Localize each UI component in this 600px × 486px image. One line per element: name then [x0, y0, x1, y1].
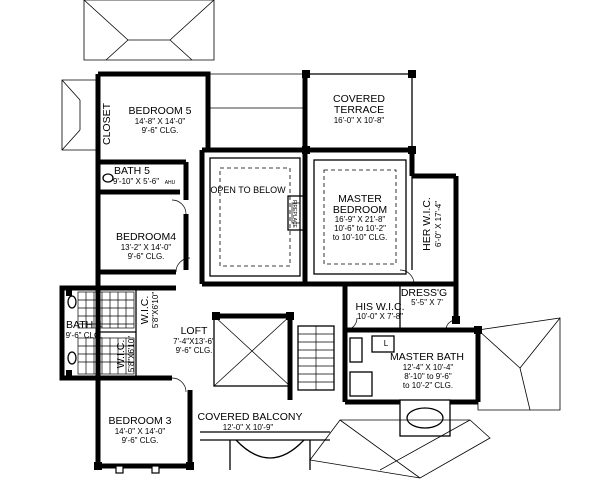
covered-balcony-dims: 12'-0" X 10'-9": [223, 423, 274, 432]
master-bedroom-clg-2: to 10'-10" CLG.: [333, 233, 388, 242]
bedroom5-clg: 9'-6" CLG.: [142, 126, 179, 135]
tile-hatch: [77, 291, 135, 375]
loft-clg: 9'-6" CLG.: [176, 346, 213, 355]
master-bath-dims: 12'-4" X 10'-4": [403, 363, 454, 372]
covered-balcony-name: COVERED BALCONY: [197, 411, 302, 423]
wic-upper-dims: 5'8"X6'10": [151, 292, 160, 328]
terrace-name-2: TERRACE: [334, 104, 384, 116]
closet-label: CLOSET: [101, 102, 113, 145]
fixtures: [67, 157, 457, 470]
master-bath-clg-2: to 10'-2" CLG.: [403, 381, 453, 390]
his-wic-name: HIS W.I.C.: [355, 301, 404, 313]
master-bedroom-dims: 16'-9" X 21'-8": [335, 215, 386, 224]
bedroom5-dims: 14'-8" X 14'-0": [135, 117, 186, 126]
bedroom3-clg: 9'-6" CLG.: [122, 436, 159, 445]
bedroom3-name: BEDROOM 3: [108, 415, 171, 427]
terrace-dims: 16'-0" X 10'-8": [334, 116, 385, 125]
bath5-name: BATH 5: [114, 165, 150, 177]
bedroom4-name: BEDROOM4: [116, 231, 176, 243]
room-labels: BEDROOM 5 14'-8" X 14'-0" 9'-6" CLG. CLO…: [66, 93, 464, 445]
wic-lower-name: W.I.C.: [115, 340, 127, 369]
fireplace-label: FIREPLACE: [291, 200, 297, 228]
master-bedroom-name-1: MASTER: [338, 193, 382, 205]
dressing-dims: 5'-5" X 7': [411, 298, 443, 307]
ahu-label: AHU: [165, 180, 176, 186]
bedroom3-dims: 14'-0" X 14'-0": [115, 427, 166, 436]
wic-lower-dims: 5'8"X6'10": [127, 336, 136, 372]
her-wic-dims: 6'-0" X 17'-4": [434, 201, 443, 247]
wic-upper-name: W.I.C.: [139, 296, 151, 325]
master-bath-name: MASTER BATH: [390, 351, 464, 363]
bedroom4-dims: 13'-2" X 14'-0": [121, 243, 172, 252]
her-wic-name: HER W.I.C.: [421, 197, 433, 251]
master-bedroom-name-2: BEDROOM: [333, 204, 387, 216]
bath5-dims: 9'-10" X 5'-6": [113, 177, 159, 186]
bedroom5-name: BEDROOM 5: [128, 105, 191, 117]
laundry-label: L: [384, 339, 389, 348]
bedroom4-clg: 9'-6" CLG.: [128, 252, 165, 261]
bath4-clg: 9'-6" CLG.: [66, 331, 103, 340]
master-bedroom-clg-1: 10'-6" to 10'-2": [334, 224, 386, 233]
bath4-name: BATH 4: [66, 319, 102, 331]
loft-dims: 7'-4"X13'-6": [173, 337, 215, 346]
dressing-name: DRESS'G: [401, 287, 447, 299]
master-bath-clg-1: 8'-10" to 9'-6": [404, 372, 452, 381]
loft-name: LOFT: [181, 325, 208, 337]
open-to-below-label: OPEN TO BELOW: [210, 185, 286, 195]
walls: [59, 71, 481, 469]
terrace-name-1: COVERED: [333, 93, 385, 105]
his-wic-dims: 10'-0" X 7'-8": [357, 312, 403, 321]
